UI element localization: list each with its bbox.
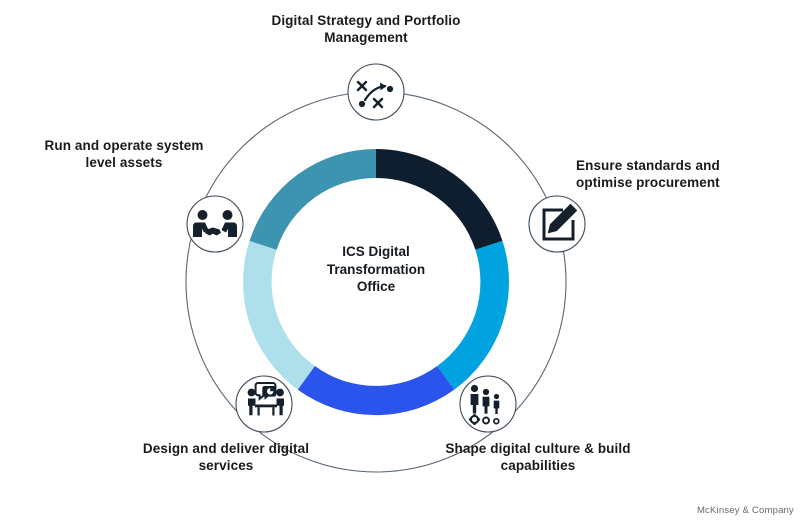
meeting-table-chat-icon bbox=[247, 382, 284, 416]
hub-center-title: ICS Digital Transformation Office bbox=[326, 244, 426, 294]
footer-brand: McKinsey & Company bbox=[696, 505, 794, 516]
donut-segment-design-deliver bbox=[242, 240, 315, 390]
node-circle-digital-strategy[interactable] bbox=[347, 63, 405, 121]
label-shape-culture: Shape digital culture & build capabiliti… bbox=[445, 441, 631, 473]
label-design-deliver: Design and deliver digital services bbox=[142, 441, 310, 473]
label-run-operate: Run and operate system level assets bbox=[44, 138, 204, 170]
node-run-operate[interactable] bbox=[186, 195, 244, 253]
people-gears-icon bbox=[468, 384, 500, 425]
label-digital-strategy: Digital Strategy and Portfolio Managemen… bbox=[271, 13, 461, 45]
node-ensure-standards[interactable] bbox=[528, 195, 586, 253]
node-shape-culture[interactable] bbox=[459, 375, 517, 433]
donut-segment-ensure-standards bbox=[437, 240, 510, 390]
edit-pencil-square-icon bbox=[542, 203, 578, 241]
donut-segment-shape-culture bbox=[297, 366, 455, 416]
node-design-deliver[interactable] bbox=[235, 375, 293, 433]
node-digital-strategy[interactable] bbox=[347, 63, 405, 121]
donut-segment-run-operate bbox=[249, 149, 376, 250]
node-circle-run-operate[interactable] bbox=[186, 195, 244, 253]
strategy-playbook-icon bbox=[356, 80, 394, 109]
handshake-icon bbox=[192, 210, 238, 237]
donut-segment-digital-strategy bbox=[376, 149, 503, 250]
label-ensure-standards: Ensure standards and optimise procuremen… bbox=[576, 158, 720, 190]
